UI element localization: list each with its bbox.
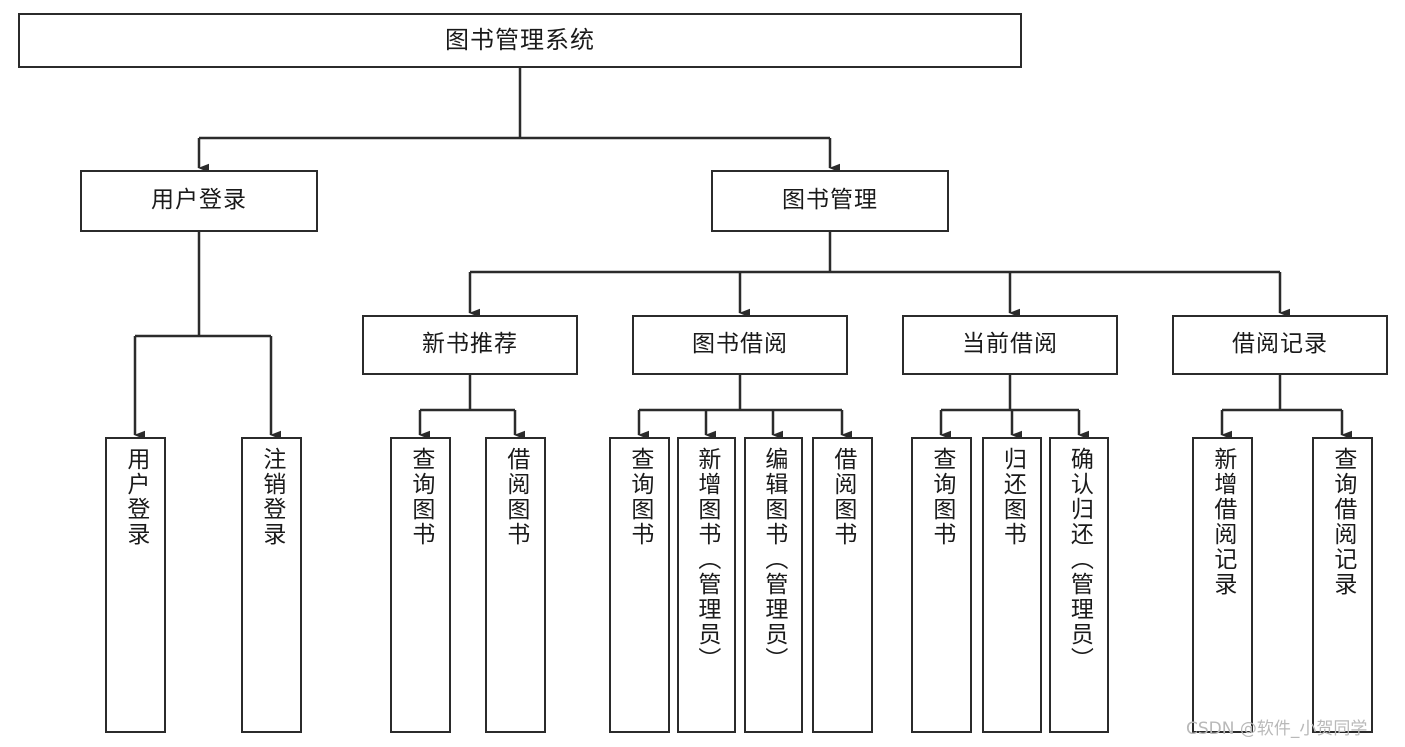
leaf-book-borrow-edit-book-admin[interactable]: 编辑图书（管理员） bbox=[744, 437, 803, 733]
leaf-user-login-login[interactable]: 用户登录 bbox=[105, 437, 166, 733]
leaf-new-book-query-book[interactable]: 查询图书 bbox=[390, 437, 451, 733]
node-current-borrow[interactable]: 当前借阅 bbox=[902, 315, 1118, 375]
node-book-management[interactable]: 图书管理 bbox=[711, 170, 949, 232]
node-label: 借阅图书 bbox=[829, 447, 856, 547]
node-label: 借阅记录 bbox=[1232, 331, 1328, 358]
node-label: 图书管理 bbox=[782, 187, 878, 214]
leaf-book-borrow-query-book[interactable]: 查询图书 bbox=[609, 437, 670, 733]
node-label: 用户登录 bbox=[122, 447, 149, 547]
node-label: 注销登录 bbox=[258, 447, 285, 547]
leaf-book-borrow-add-book-admin[interactable]: 新增图书（管理员） bbox=[677, 437, 736, 733]
node-label: 用户登录 bbox=[151, 187, 247, 214]
node-label: 图书借阅 bbox=[692, 331, 788, 358]
leaf-current-borrow-query-book[interactable]: 查询图书 bbox=[911, 437, 972, 733]
node-label: 新增图书（管理员） bbox=[693, 447, 720, 672]
csdn-watermark: CSDN @软件_小贺同学 bbox=[1186, 719, 1368, 739]
node-borrow-record[interactable]: 借阅记录 bbox=[1172, 315, 1388, 375]
leaf-book-borrow-borrow-book[interactable]: 借阅图书 bbox=[812, 437, 873, 733]
node-label: 当前借阅 bbox=[962, 331, 1058, 358]
node-label: 查询借阅记录 bbox=[1329, 447, 1356, 597]
leaf-borrow-record-add-record[interactable]: 新增借阅记录 bbox=[1192, 437, 1253, 733]
node-label: 编辑图书（管理员） bbox=[760, 447, 787, 672]
node-user-login[interactable]: 用户登录 bbox=[80, 170, 318, 232]
node-label: 查询图书 bbox=[928, 447, 955, 547]
node-label: 图书管理系统 bbox=[445, 26, 595, 55]
node-label: 查询图书 bbox=[407, 447, 434, 547]
node-label: 归还图书 bbox=[999, 447, 1026, 547]
node-new-book-recommend[interactable]: 新书推荐 bbox=[362, 315, 578, 375]
leaf-user-login-logout[interactable]: 注销登录 bbox=[241, 437, 302, 733]
node-label: 新增借阅记录 bbox=[1209, 447, 1236, 597]
node-root-book-management-system[interactable]: 图书管理系统 bbox=[18, 13, 1022, 68]
node-label: 借阅图书 bbox=[502, 447, 529, 547]
leaf-new-book-borrow-book[interactable]: 借阅图书 bbox=[485, 437, 546, 733]
leaf-borrow-record-query-record[interactable]: 查询借阅记录 bbox=[1312, 437, 1373, 733]
node-label: 查询图书 bbox=[626, 447, 653, 547]
leaf-current-borrow-confirm-return-admin[interactable]: 确认归还（管理员） bbox=[1049, 437, 1109, 733]
node-label: 新书推荐 bbox=[422, 331, 518, 358]
leaf-current-borrow-return-book[interactable]: 归还图书 bbox=[982, 437, 1042, 733]
node-book-borrow[interactable]: 图书借阅 bbox=[632, 315, 848, 375]
node-label: 确认归还（管理员） bbox=[1066, 447, 1093, 672]
